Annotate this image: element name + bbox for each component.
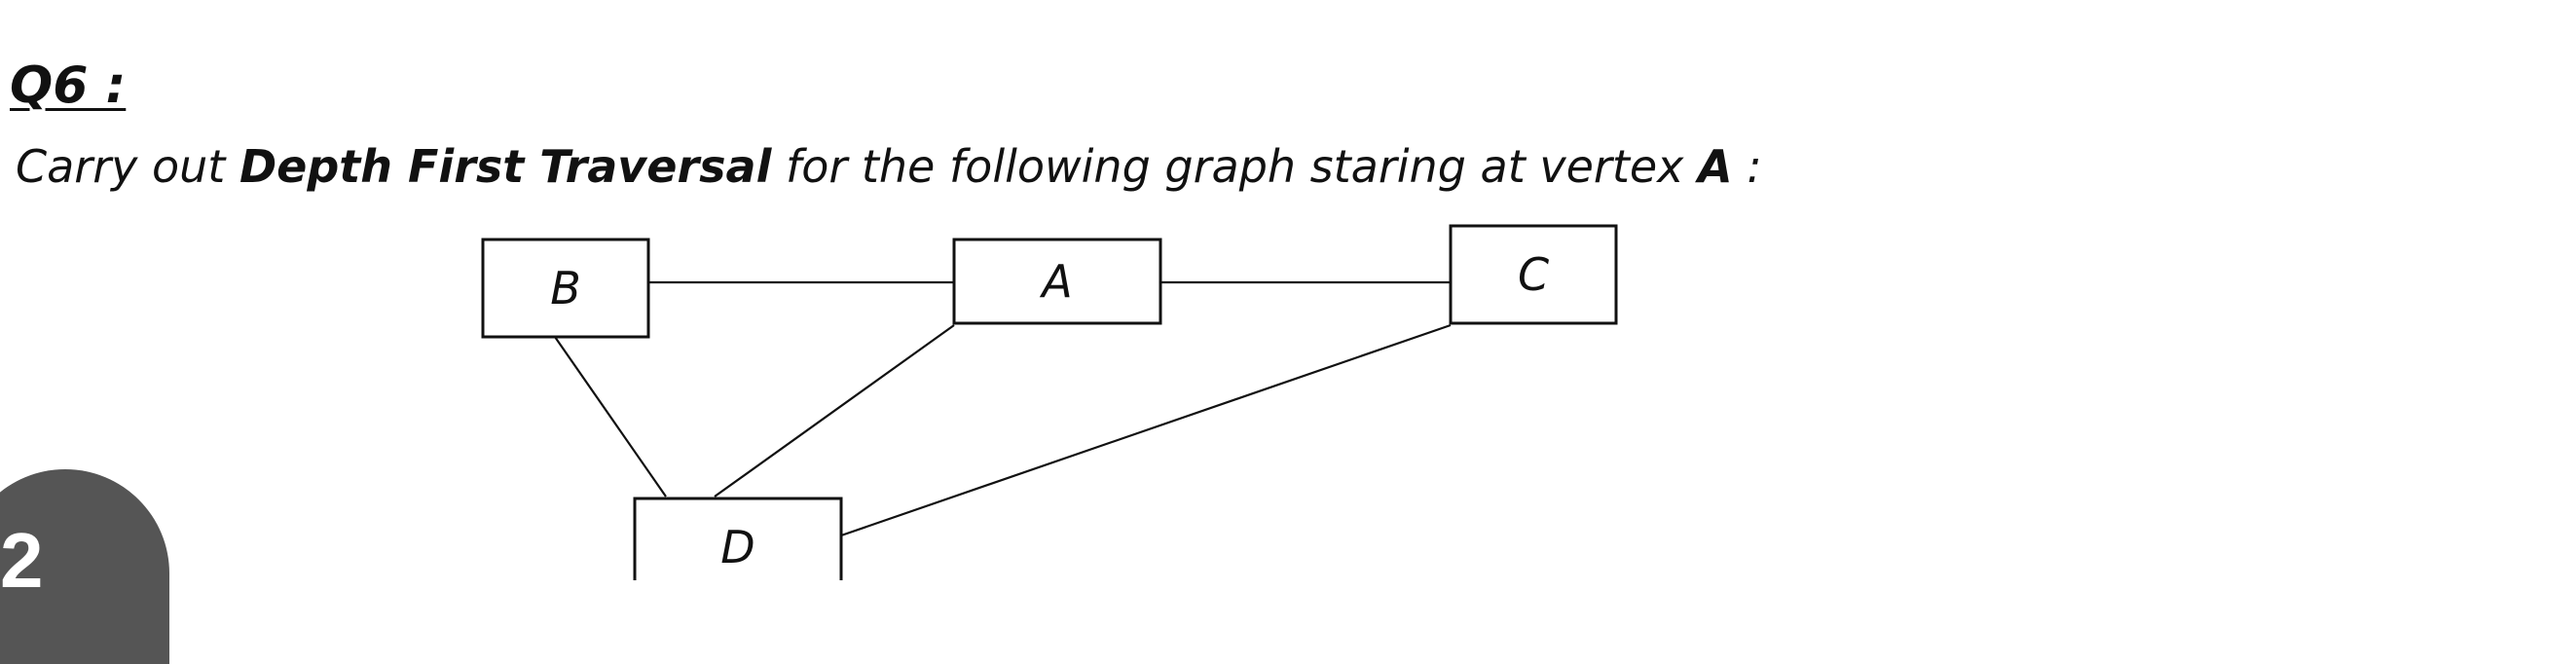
node-box-b <box>481 238 650 339</box>
node-d: D <box>633 497 843 580</box>
node-label-a: A <box>1039 255 1072 308</box>
graph-edges <box>554 280 1452 537</box>
edge-a-d <box>714 324 955 498</box>
node-label-d: D <box>720 521 754 573</box>
question-number: Q6 : <box>10 56 127 115</box>
node-b: B <box>481 238 650 339</box>
graph-diagram: B A C D <box>481 224 1618 580</box>
prompt-text-emphasis: Depth First Traversal <box>239 140 772 193</box>
node-label-b: B <box>550 262 581 314</box>
edge-b-d <box>554 336 667 498</box>
node-box-a <box>952 238 1162 325</box>
page-number: 2 <box>0 517 44 604</box>
prompt-start-vertex: A <box>1698 140 1733 193</box>
question-prompt: Carry out Depth First Traversal for the … <box>16 144 1762 189</box>
prompt-text-middle: for the following graph staring at verte… <box>771 140 1698 193</box>
node-label-c: C <box>1518 248 1549 301</box>
prompt-text-start: Carry out <box>16 140 239 193</box>
graph-nodes: B A C D <box>481 224 1618 580</box>
edge-c-d <box>840 323 1452 537</box>
node-box-c <box>1449 224 1618 325</box>
node-c: C <box>1449 224 1618 325</box>
node-a: A <box>952 238 1162 325</box>
prompt-text-end: : <box>1732 140 1762 193</box>
node-box-d <box>633 497 843 580</box>
